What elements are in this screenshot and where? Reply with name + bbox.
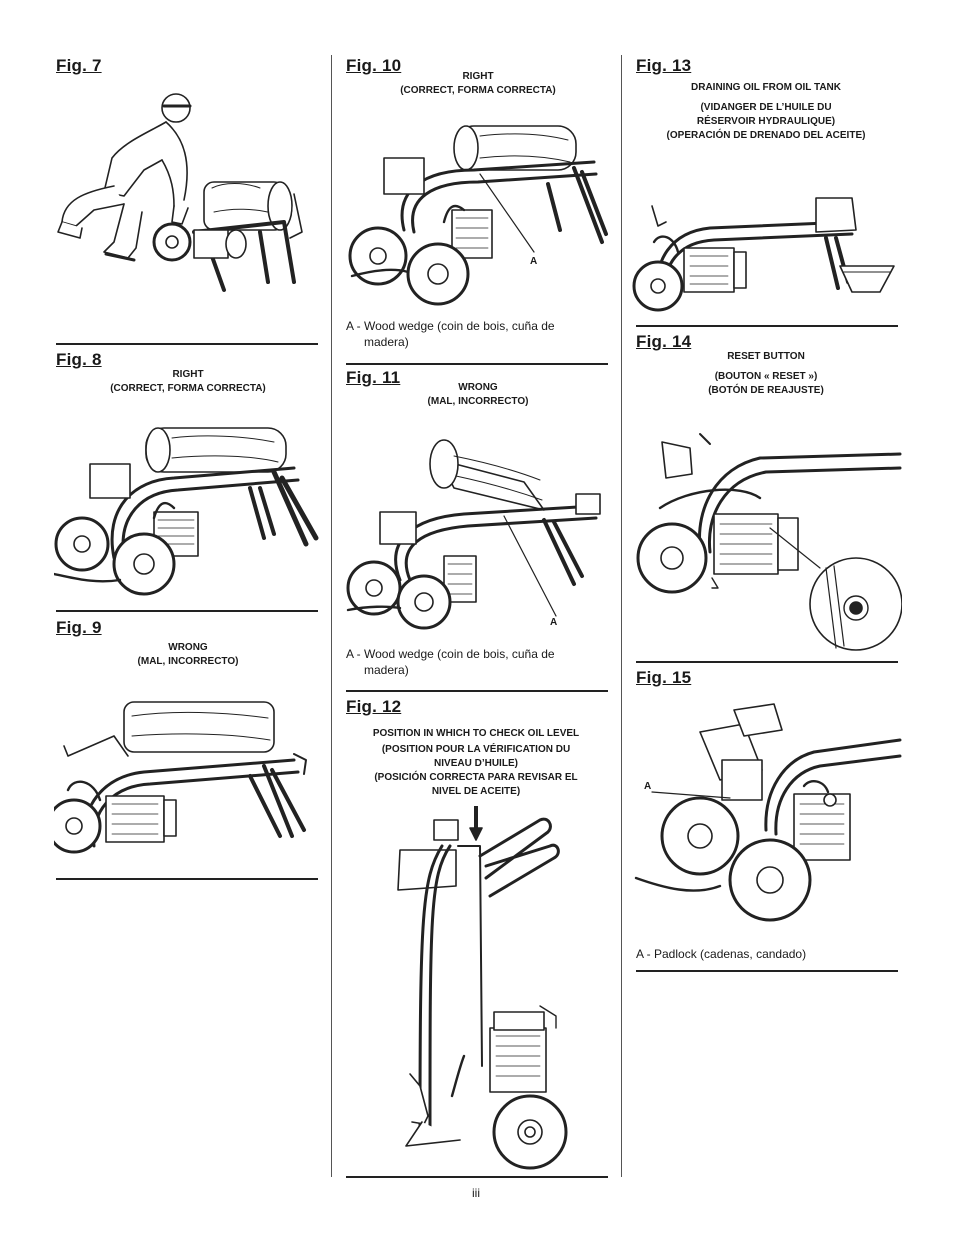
fig13-label: Fig. 13	[636, 56, 692, 75]
fig15-bottom-rule	[636, 970, 898, 972]
fig15-label: Fig. 15	[636, 668, 692, 687]
caption-line: RESET BUTTON	[727, 351, 805, 362]
fig14-rule	[636, 325, 898, 327]
note-line: A - Wood wedge (coin de bois, cuña de	[346, 647, 555, 661]
fig10-illustration	[344, 110, 610, 310]
fig9-illustration	[54, 696, 322, 866]
fig10-callout-a: A	[530, 256, 538, 267]
note-line: madera)	[364, 335, 409, 349]
caption-line: POSITION IN WHICH TO CHECK OIL LEVEL	[372, 728, 580, 739]
fig8-illustration	[54, 408, 322, 604]
caption-line: (CORRECT, FORMA CORRECTA)	[110, 383, 266, 394]
caption-line: RÉSERVOIR HYDRAULIQUE)	[696, 116, 836, 127]
note-line: A - Wood wedge (coin de bois, cuña de	[346, 319, 555, 333]
caption-line: (MAL, INCORRECTO)	[427, 396, 529, 407]
caption-line: (VIDANGER DE L’HUILE DU	[700, 102, 832, 113]
fig14-illustration	[630, 428, 902, 654]
fig12-rule	[346, 690, 608, 692]
fig10-label: Fig. 10	[346, 56, 402, 75]
fig11-callout-a: A	[550, 617, 558, 628]
fig11-note: A - Wood wedge (coin de bois, cuña de ma…	[346, 646, 596, 678]
caption-line: (OPERACIÓN DE DRENADO DEL ACEITE)	[666, 130, 866, 141]
fig9-caption: WRONG (MAL, INCORRECTO)	[90, 641, 286, 669]
fig9-bottom-rule	[56, 878, 318, 880]
fig13-caption: DRAINING OIL FROM OIL TANK (VIDANGER DE …	[648, 81, 884, 143]
caption-line: (BOTÓN DE REAJUSTE)	[708, 385, 824, 396]
caption-line: WRONG	[168, 642, 208, 653]
caption-line: (POSITION POUR LA VÉRIFICATION DU	[381, 744, 571, 755]
fig8-rule	[56, 343, 318, 345]
fig7-label: Fig. 7	[56, 56, 102, 75]
caption-line: NIVEAU D’HUILE)	[434, 758, 518, 769]
note-line: madera)	[364, 663, 409, 677]
fig7-illustration	[54, 82, 322, 312]
caption-line: (BOUTON « RESET »)	[714, 371, 818, 382]
fig9-label: Fig. 9	[56, 618, 102, 637]
caption-line: (CORRECT, FORMA CORRECTA)	[400, 85, 556, 96]
fig15-illustration	[634, 700, 902, 930]
fig10-caption: RIGHT (CORRECT, FORMA CORRECTA)	[380, 70, 576, 98]
caption-line: DRAINING OIL FROM OIL TANK	[691, 82, 841, 93]
caption-line: (POSICIÓN CORRECTA PARA REVISAR EL	[374, 772, 578, 783]
column-divider-right	[621, 55, 622, 1177]
fig14-label: Fig. 14	[636, 332, 692, 351]
fig11-label: Fig. 11	[346, 368, 401, 387]
page-number: iii	[472, 1186, 480, 1200]
caption-line: RIGHT	[462, 71, 494, 82]
fig12-illustration	[390, 806, 590, 1172]
fig11-caption: WRONG (MAL, INCORRECTO)	[380, 381, 576, 409]
caption-line: WRONG	[458, 382, 498, 393]
caption-line: (MAL, INCORRECTO)	[137, 656, 239, 667]
fig11-rule	[346, 363, 608, 365]
fig12-label: Fig. 12	[346, 697, 402, 716]
fig15-callout-a: A	[644, 781, 652, 792]
fig15-rule	[636, 661, 898, 663]
fig12-bottom-rule	[346, 1176, 608, 1178]
fig11-illustration	[344, 430, 610, 630]
column-divider-left	[331, 55, 332, 1177]
fig14-caption: RESET BUTTON (BOUTON « RESET ») (BOTÓN D…	[648, 350, 884, 398]
fig10-note: A - Wood wedge (coin de bois, cuña de ma…	[346, 318, 596, 350]
caption-line: RIGHT	[172, 369, 204, 380]
fig8-caption: RIGHT (CORRECT, FORMA CORRECTA)	[90, 368, 286, 396]
fig15-note: A - Padlock (cadenas, candado)	[636, 947, 807, 961]
fig8-label: Fig. 8	[56, 350, 102, 369]
caption-line: NIVEL DE ACEITE)	[431, 786, 521, 797]
fig12-caption: POSITION IN WHICH TO CHECK OIL LEVEL (PO…	[358, 727, 594, 799]
fig9-rule	[56, 610, 318, 612]
fig13-illustration	[630, 192, 898, 318]
